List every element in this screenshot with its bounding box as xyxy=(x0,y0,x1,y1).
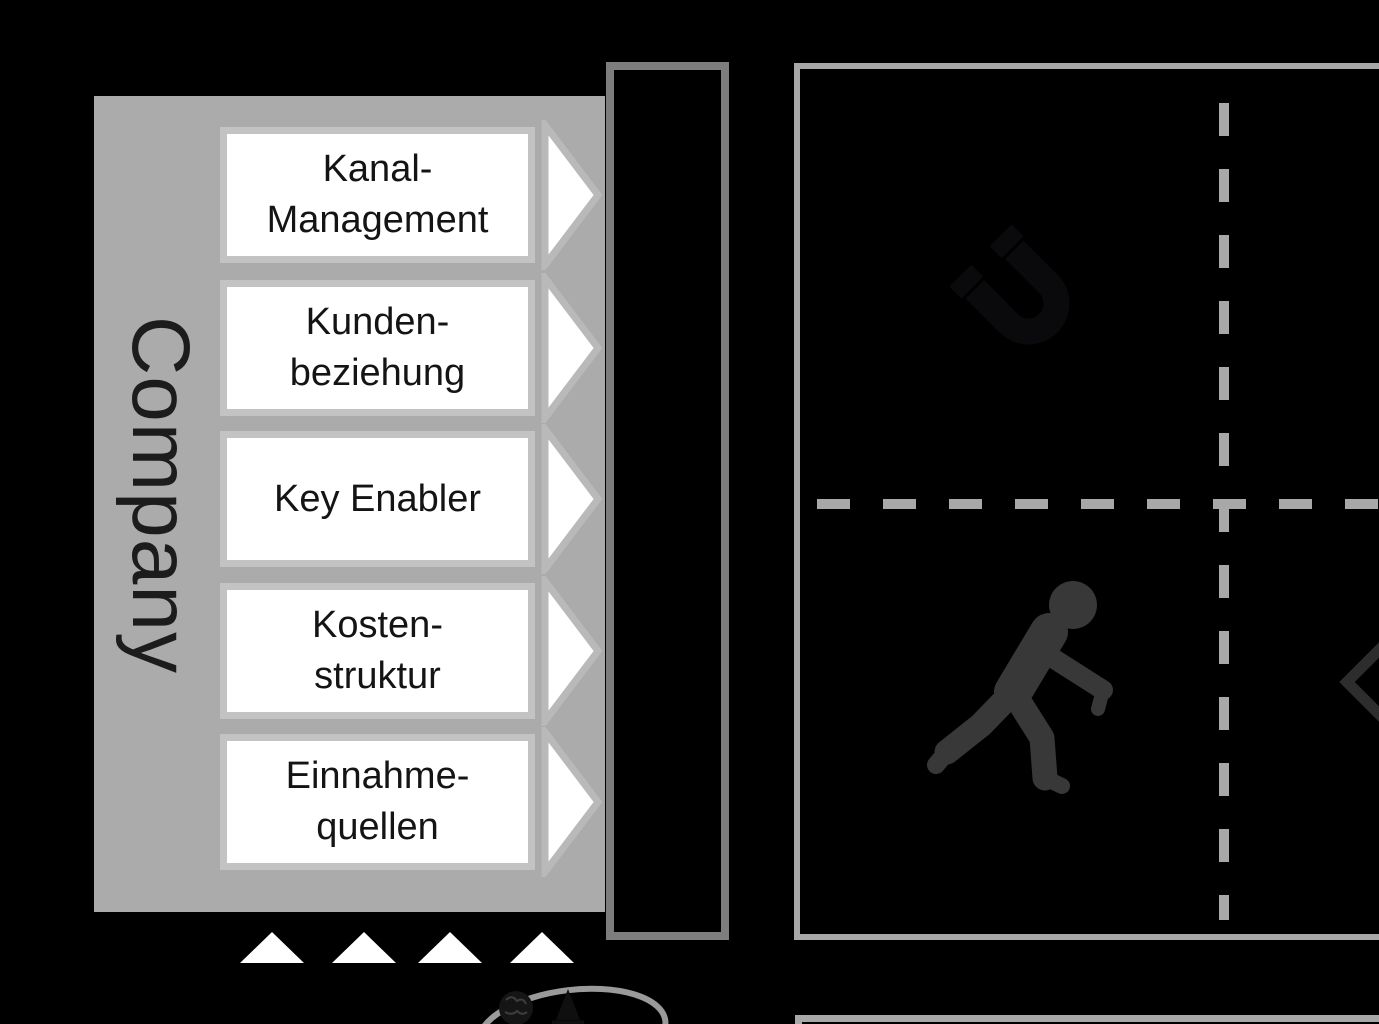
process-box-einnahmequellen: Einnahme- quellen xyxy=(220,734,535,870)
process-box-kanal-management: Kanal- Management xyxy=(220,127,535,263)
up-triangle-icon xyxy=(418,932,482,963)
brain-icon xyxy=(499,991,533,1024)
process-box-label-line1: Kunden- xyxy=(305,301,450,343)
process-box-label-line2: Management xyxy=(266,199,489,241)
process-box-label-line1: Kanal- xyxy=(322,148,433,190)
process-box-key-enabler: Key Enabler xyxy=(220,431,535,567)
chevron-right-icon xyxy=(541,273,603,423)
process-box-label-line1: Key Enabler xyxy=(273,477,481,520)
bottom-frame xyxy=(795,1015,1379,1024)
vision-ellipse-icon xyxy=(475,985,669,1024)
process-box-kostenstruktur: Kosten- struktur xyxy=(220,583,535,719)
rocket-icon xyxy=(552,989,584,1024)
up-triangle-icon xyxy=(332,932,396,963)
chevron-right-icon xyxy=(541,727,603,877)
quadrant-frame xyxy=(794,63,1379,940)
chevron-right-icon xyxy=(541,576,603,726)
up-triangle-icon xyxy=(240,932,304,963)
process-box-label-line2: struktur xyxy=(314,655,441,697)
process-box-label-line1: Einnahme- xyxy=(285,755,470,797)
process-box-label-line2: beziehung xyxy=(289,352,466,394)
process-box-kundenbeziehung: Kunden- beziehung xyxy=(220,280,535,416)
process-box-label-line2: quellen xyxy=(316,806,439,848)
process-box-label-line1: Kosten- xyxy=(312,604,443,646)
chevron-right-icon xyxy=(541,424,603,574)
vertical-frame xyxy=(606,62,729,940)
up-triangle-icon xyxy=(510,932,574,963)
company-label: Company xyxy=(115,316,206,674)
chevron-right-icon xyxy=(541,120,603,270)
